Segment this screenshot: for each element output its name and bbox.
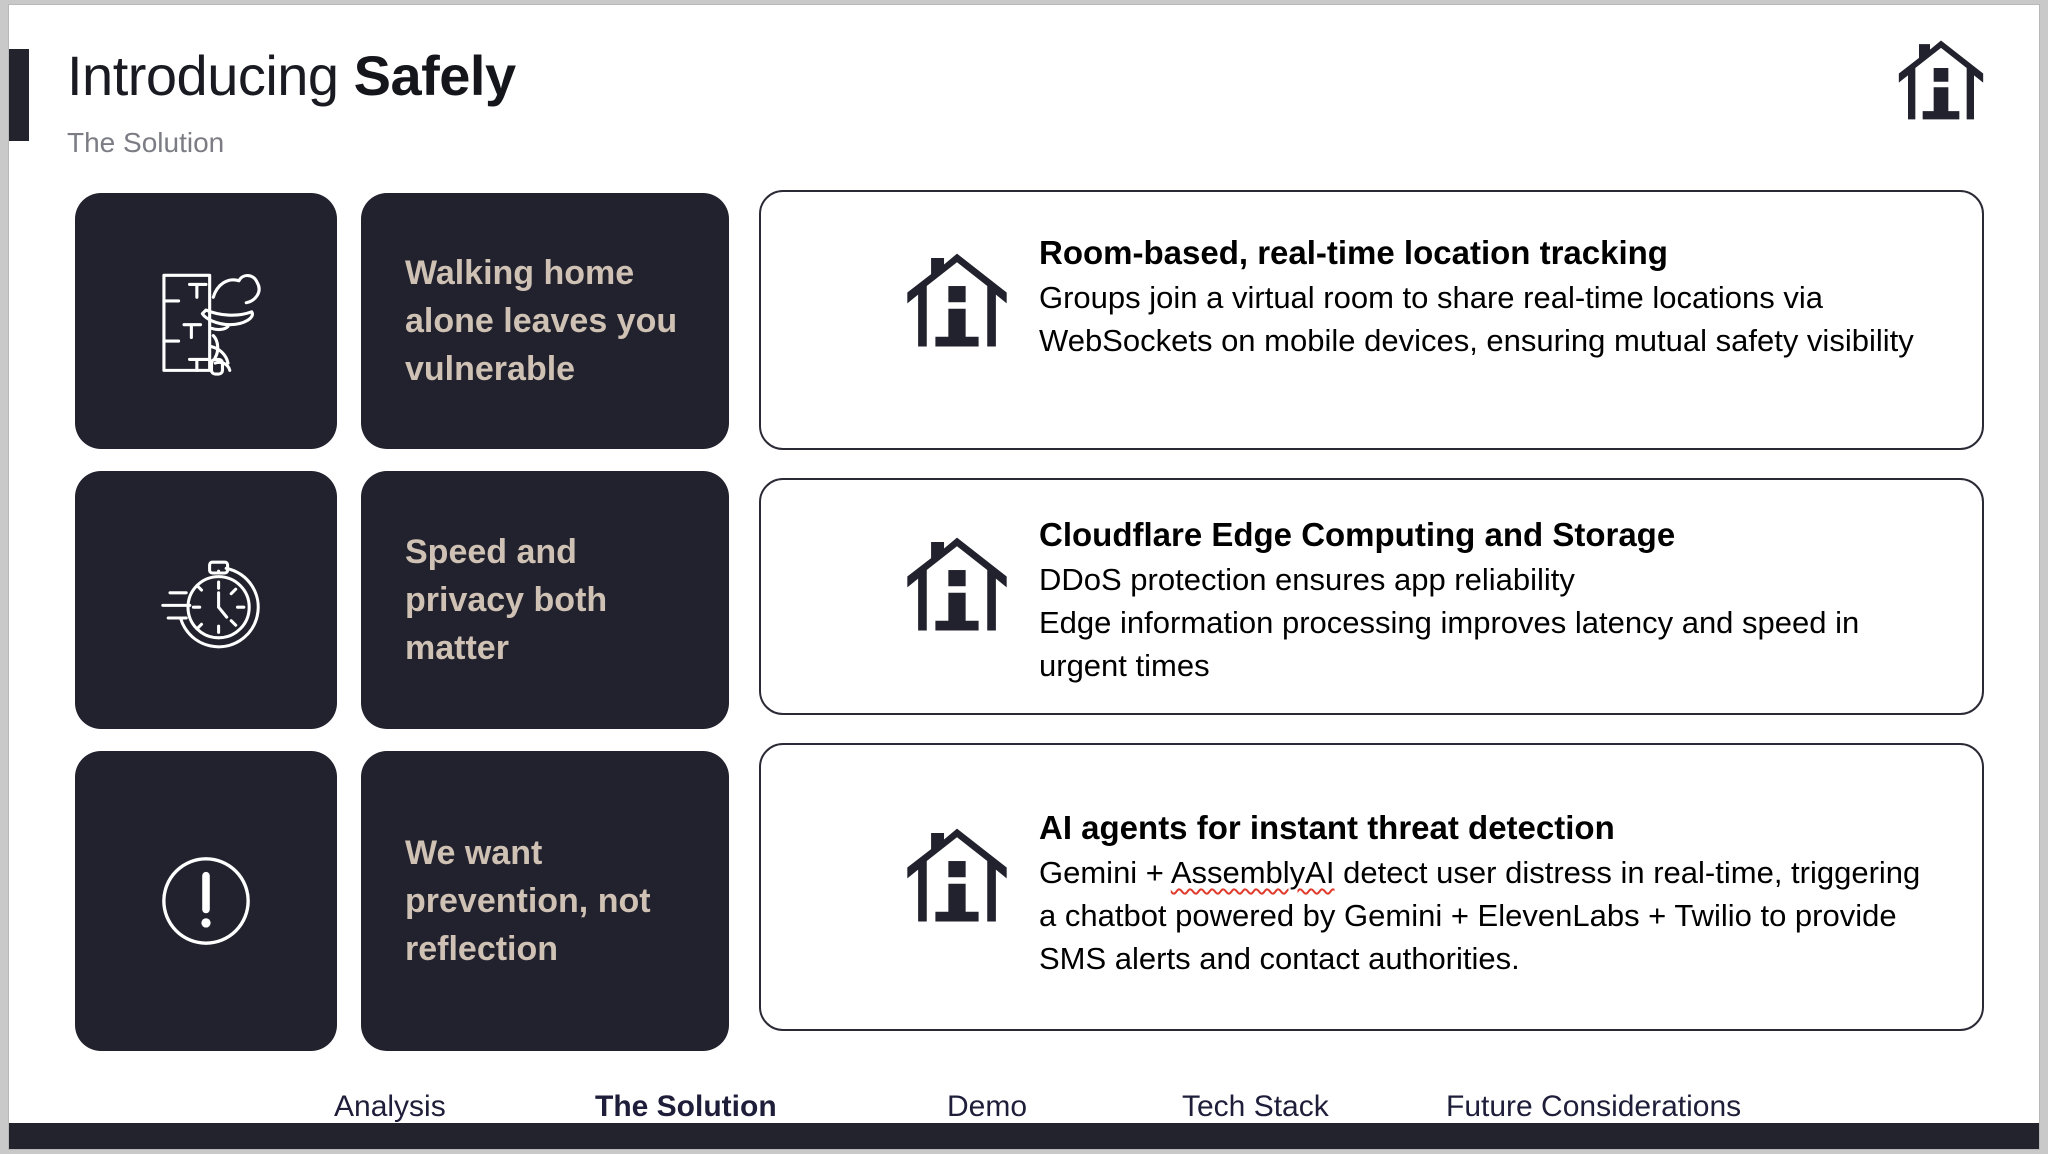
exclamation-circle-icon (147, 842, 265, 960)
solution-desc-3-post: detect user distress in real-time, trigg… (1039, 855, 1921, 976)
spellcheck-misspelled-word: AssemblyAI (1170, 855, 1335, 890)
nav-item-analysis[interactable]: Analysis (334, 1090, 446, 1123)
nav-item-the-solution[interactable]: The Solution (595, 1090, 777, 1123)
solution-card-3[interactable]: AI agents for instant threat detection G… (759, 743, 1984, 1031)
solution-title-1: Room-based, real-time location tracking (1039, 234, 1668, 271)
solution-desc-2-line-1: DDoS protection ensures app reliability (1039, 562, 1575, 597)
solution-desc-1: Groups join a virtual room to share real… (1039, 280, 1914, 358)
slide-canvas: Introducing Safely The Solution (8, 4, 2040, 1150)
solution-desc-3-pre: Gemini + (1039, 855, 1171, 890)
page-title-bold: Safely (353, 44, 517, 107)
solution-title-3: AI agents for instant threat detection (1039, 809, 1615, 846)
problem-text-1: Walking home alone leaves you vulnerable (405, 254, 678, 388)
nav-item-demo[interactable]: Demo (947, 1090, 1028, 1123)
house-i-logo-icon (897, 244, 1017, 354)
solution-card-2[interactable]: Cloudflare Edge Computing and Storage DD… (759, 478, 1984, 715)
problem-icon-card-1[interactable] (75, 193, 337, 449)
problem-icon-card-2[interactable] (75, 471, 337, 729)
footer-bar (9, 1123, 2039, 1149)
solution-card-1[interactable]: Room-based, real-time location tracking … (759, 190, 1984, 450)
problem-text-card-1[interactable]: Walking home alone leaves you vulnerable (361, 193, 729, 449)
problem-text-card-2[interactable]: Speed and privacy both matter (361, 471, 729, 729)
page-title-regular: Introducing (67, 44, 354, 107)
problem-icon-card-3[interactable] (75, 751, 337, 1051)
title-accent-bar (9, 49, 29, 141)
fast-stopwatch-icon (143, 537, 269, 663)
solution-title-2: Cloudflare Edge Computing and Storage (1039, 516, 1676, 553)
solution-desc-2-line-2: Edge information processing improves lat… (1039, 605, 1860, 683)
house-i-logo-icon (897, 819, 1017, 929)
problem-text-2: Speed and privacy both matter (405, 533, 608, 667)
solution-desc-3: Gemini + AssemblyAI detect user distress… (1039, 851, 1936, 980)
page-title: Introducing Safely (67, 45, 516, 107)
problem-text-card-3[interactable]: We want prevention, not reflection (361, 751, 729, 1051)
page-subtitle: The Solution (67, 127, 225, 158)
section-nav: Analysis The Solution Demo Tech Stack Fu… (9, 1081, 2039, 1133)
house-i-logo-icon (897, 528, 1017, 638)
problem-text-3: We want prevention, not reflection (405, 834, 651, 968)
nav-item-tech-stack[interactable]: Tech Stack (1182, 1090, 1329, 1123)
stalker-behind-wall-icon (142, 257, 270, 385)
house-i-logo-icon (1895, 35, 1987, 123)
nav-item-future-considerations[interactable]: Future Considerations (1446, 1090, 1742, 1123)
